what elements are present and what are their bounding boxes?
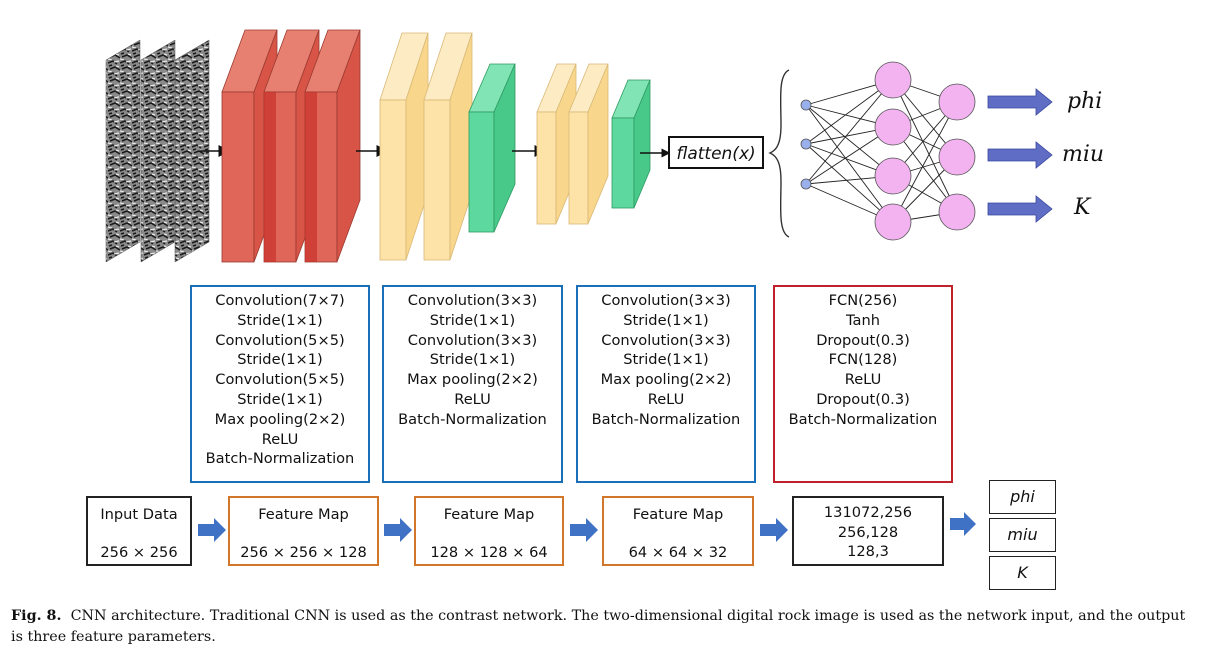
- stage-input-data: Input Data 256 × 256: [86, 496, 192, 566]
- fc-dim-line: 256,128: [837, 523, 899, 541]
- stage-title: Feature Map: [632, 506, 724, 523]
- brace: [768, 69, 790, 238]
- nn-connection: [892, 101, 958, 223]
- stage-fc-dimensions: 131072,256 256,128 128,3: [792, 496, 944, 566]
- fc-dim-line: 131072,256: [823, 504, 913, 521]
- nn-hidden-node: [874, 157, 912, 195]
- op-line: FCN(128): [828, 351, 898, 369]
- caption-label: Fig. 8.: [11, 608, 62, 624]
- pipeline-arrow: [950, 512, 976, 536]
- op-box-conv-block-1: Convolution(7×7) Stride(1×1) Convolution…: [190, 285, 370, 483]
- op-line: Stride(1×1): [237, 390, 323, 408]
- output-arrow-miu: [987, 141, 1053, 169]
- pipeline-arrow: [198, 518, 226, 542]
- stage-title: Feature Map: [258, 506, 349, 523]
- pipeline-arrow: [760, 518, 788, 542]
- conv-block-2: [379, 32, 516, 261]
- op-line: Stride(1×1): [429, 311, 516, 329]
- op-line: Convolution(7×7): [215, 292, 345, 309]
- op-line: Stride(1×1): [429, 351, 516, 369]
- nn-hidden-node: [874, 108, 912, 146]
- stage-size: 256 × 256: [100, 544, 178, 561]
- op-line: Batch-Normalization: [591, 410, 741, 428]
- op-line: Batch-Normalization: [205, 450, 355, 468]
- op-line: Max pooling(2×2): [600, 371, 732, 389]
- input-rock-images: [105, 39, 210, 263]
- op-line: Stride(1×1): [623, 311, 709, 329]
- flatten-label: flatten(x): [676, 144, 755, 164]
- nn-connection: [805, 104, 894, 223]
- output-box-k: K: [989, 556, 1056, 590]
- stage-feature-map-2: Feature Map 128 × 128 × 64: [414, 496, 564, 566]
- output-arrow-phi: [987, 88, 1053, 116]
- pipeline-arrow: [384, 518, 412, 542]
- flatten-box: [668, 136, 764, 169]
- nn-output-node: [938, 138, 976, 176]
- stage-feature-map-3: Feature Map 64 × 64 × 32: [602, 496, 754, 566]
- output-box-phi: phi: [989, 480, 1056, 514]
- nn-connection: [805, 79, 894, 185]
- stage-feature-map-1: Feature Map 256 × 256 × 128: [228, 496, 379, 566]
- op-box-conv-block-2: Convolution(3×3) Stride(1×1) Convolution…: [382, 285, 563, 483]
- pipeline-arrows: [198, 512, 976, 542]
- fc-dim-line: 128,3: [847, 543, 889, 560]
- nn-input-node: [800, 138, 812, 150]
- output-label-phi: phi: [1067, 89, 1102, 114]
- caption-text: CNN architecture. Traditional CNN is use…: [11, 608, 1186, 645]
- op-box-conv-block-3: Convolution(3×3) Stride(1×1) Convolution…: [576, 285, 756, 483]
- nn-input-node: [800, 178, 812, 190]
- op-line: Stride(1×1): [237, 351, 323, 369]
- op-line: Dropout(0.3): [816, 390, 910, 408]
- nn-output-node: [938, 193, 976, 231]
- op-line: Convolution(3×3): [601, 331, 731, 349]
- op-line: Dropout(0.3): [816, 331, 910, 349]
- nn-input-node: [800, 99, 812, 111]
- nn-output-node: [938, 83, 976, 121]
- op-line: Convolution(3×3): [407, 331, 538, 349]
- nn-connection: [892, 79, 958, 213]
- op-line: Batch-Normalization: [788, 410, 938, 428]
- stage-title: Feature Map: [443, 506, 535, 523]
- conv-block-3: [536, 63, 651, 225]
- output-label-k: K: [1073, 195, 1092, 220]
- figure-caption: Fig. 8. CNN architecture. Traditional CN…: [11, 606, 1201, 648]
- nn-hidden-node: [874, 203, 912, 241]
- output-box-miu: miu: [989, 518, 1056, 552]
- conv-block-1: [221, 29, 361, 263]
- nn-connection: [805, 143, 894, 223]
- output-arrow-k: [987, 195, 1053, 223]
- op-line: Stride(1×1): [623, 351, 709, 369]
- nn-connection: [805, 104, 894, 177]
- stage-size: 256 × 256 × 128: [240, 544, 367, 561]
- op-line: Convolution(5×5): [215, 331, 345, 349]
- output-label-miu: miu: [1062, 142, 1104, 167]
- op-line: Tanh: [846, 311, 880, 329]
- op-line: Batch-Normalization: [398, 410, 547, 428]
- stage-size: 64 × 64 × 32: [628, 544, 728, 561]
- stage-size: 128 × 128 × 64: [430, 544, 548, 561]
- op-line: Convolution(5×5): [215, 371, 345, 389]
- op-line: Convolution(3×3): [407, 292, 538, 309]
- op-line: ReLU: [647, 390, 685, 408]
- op-line: Max pooling(2×2): [407, 371, 538, 389]
- op-line: Stride(1×1): [237, 311, 323, 329]
- op-line: ReLU: [261, 430, 299, 448]
- op-box-fully-connected: FCN(256) Tanh Dropout(0.3) FCN(128) ReLU…: [773, 285, 953, 483]
- output-arrows: [987, 88, 1053, 223]
- op-line: FCN(256): [828, 292, 898, 309]
- op-line: Convolution(3×3): [601, 292, 731, 309]
- fully-connected-network: [800, 61, 976, 241]
- stage-title: Input Data: [100, 506, 178, 523]
- op-line: Max pooling(2×2): [214, 410, 346, 428]
- nn-hidden-node: [874, 61, 912, 99]
- op-line: ReLU: [454, 390, 491, 408]
- pipeline-arrow: [570, 518, 598, 542]
- op-line: ReLU: [844, 371, 882, 389]
